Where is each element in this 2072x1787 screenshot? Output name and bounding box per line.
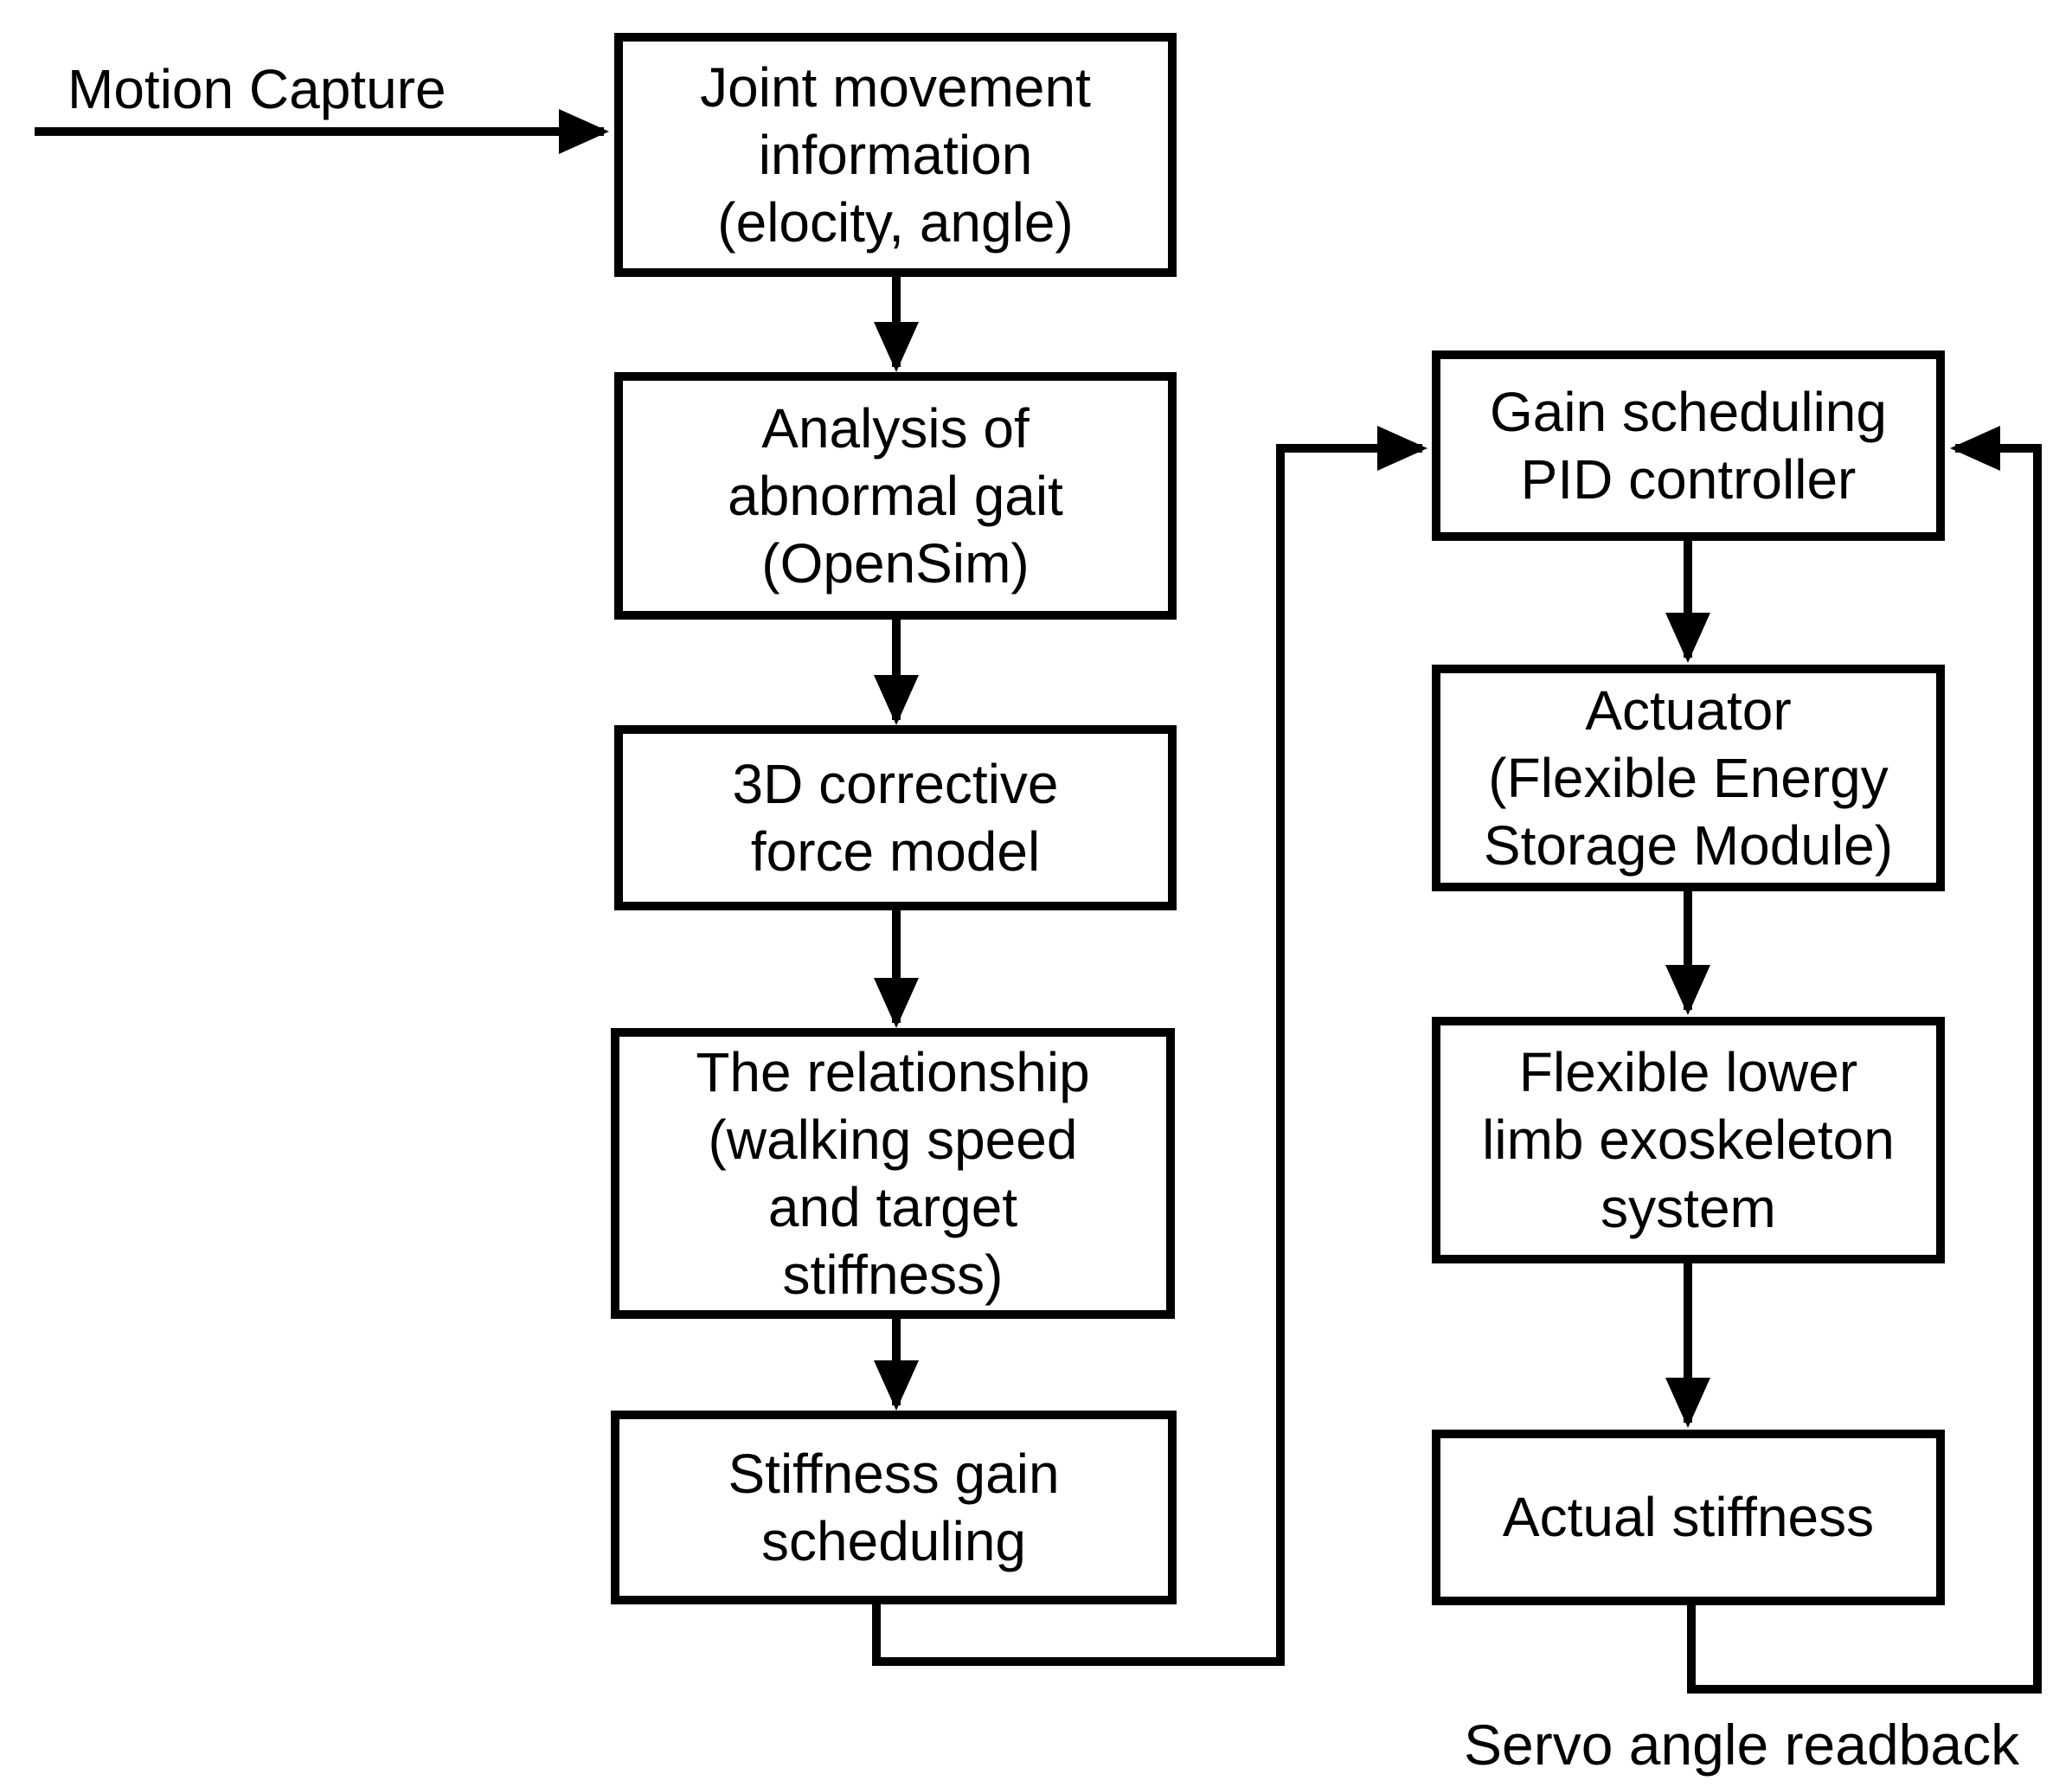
box-3d-corrective-force-model: 3D corrective force model <box>614 725 1177 910</box>
box-actuator-flexible-energy-storage: Actuator (Flexible Energy Storage Module… <box>1432 665 1945 891</box>
box-stiffness-gain-scheduling: Stiffness gain scheduling <box>611 1411 1177 1604</box>
arrow-servo-angle-feedback <box>1687 425 2042 1694</box>
box-joint-movement-information: Joint movement information (elocity, ang… <box>614 33 1177 277</box>
box-flexible-lower-limb-exoskeleton: Flexible lower limb exoskeleton system <box>1432 1017 1945 1263</box>
box-actual-stiffness: Actual stiffness <box>1432 1430 1945 1605</box>
servo-angle-readback-label: Servo angle readback <box>1464 1713 2020 1777</box>
box-relationship-speed-stiffness: The relationship (walking speed and targ… <box>611 1028 1175 1319</box>
arrow-stiffness-gain-to-pid-controller <box>872 426 1428 1666</box>
motion-capture-label: Motion Capture <box>67 58 446 120</box>
box-analysis-abnormal-gait: Analysis of abnormal gait (OpenSim) <box>614 372 1177 620</box>
box-gain-scheduling-pid-controller: Gain scheduling PID controller <box>1432 350 1945 541</box>
